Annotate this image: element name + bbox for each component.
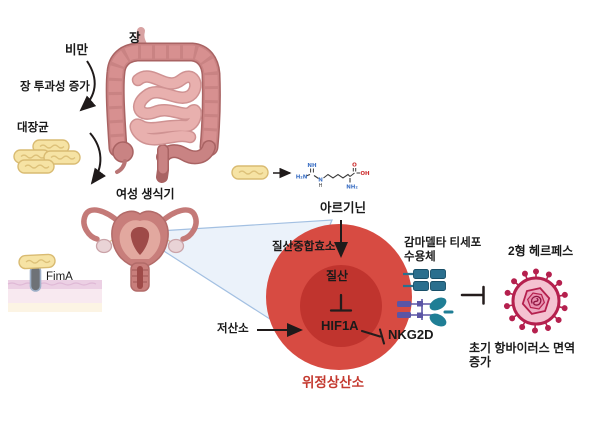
fima-pilus-icon xyxy=(29,265,42,292)
ecoli-bacteria-cluster-icon xyxy=(13,139,81,174)
nkg2d-receptor-icon xyxy=(397,297,454,327)
molecule-nh2-label: NH₂ xyxy=(346,185,358,191)
messenger-bacterium-icon xyxy=(231,165,269,180)
molecule-h-label: H xyxy=(319,183,323,189)
nitrate-label: 질산 xyxy=(326,269,349,283)
gd-tcr-label-line2: 수용체 xyxy=(404,250,436,263)
hypoxia-label: 저산소 xyxy=(217,323,249,335)
antiviral-immunity-label: 초기 항바이러스 면역 증가 xyxy=(469,341,575,369)
arrow-ecoli-to-genital xyxy=(89,132,106,185)
gd-tcr-label-line1: 감마델타 티세포 xyxy=(404,237,482,249)
female-genital-label: 여성 생식기 xyxy=(116,187,175,201)
obesity-label: 비만 xyxy=(65,43,89,57)
gamma-delta-tcr-receptor-icon xyxy=(403,269,446,291)
gut-label: 장 xyxy=(129,31,141,45)
fima-label: FimA xyxy=(46,271,73,283)
arrow-obesity-to-ecoli xyxy=(79,60,97,112)
intestine-illustration xyxy=(105,27,221,183)
herpes-virus-icon xyxy=(503,268,568,334)
fima-mucosa-illustration xyxy=(7,253,102,312)
inhibit-nitrate-to-hif1a xyxy=(329,293,353,312)
molecule-oh-label: OH xyxy=(360,171,370,177)
arginine-molecule-icon: NH H₂N N H O OH NH₂ xyxy=(296,163,370,191)
antiviral-immunity-line1: 초기 항바이러스 면역 xyxy=(469,341,576,355)
nitric-synthase-label: 질산중합효소 xyxy=(272,241,336,253)
gd-tcr-label: 감마델타 티세포 수용체 xyxy=(404,237,481,264)
molecule-o-label: O xyxy=(352,163,357,169)
inhibit-cell-to-virus xyxy=(460,285,485,305)
ecoli-label: 대장균 xyxy=(17,122,49,134)
molecule-n-label: N xyxy=(318,178,323,184)
gut-permeability-label: 장 투과성 증가 xyxy=(20,81,90,93)
hif1a-label: HIF1A xyxy=(321,318,359,333)
antiviral-immunity-line2: 증가 xyxy=(469,355,492,370)
arginine-label: 아르기닌 xyxy=(320,201,367,215)
fima-bacterium-icon xyxy=(18,253,57,270)
pseudo-normoxia-label: 위정상산소 xyxy=(302,375,365,390)
nkg2d-label: NKG2D xyxy=(388,327,434,342)
molecule-nh-label: NH xyxy=(307,163,317,169)
uterus-illustration xyxy=(81,207,199,292)
herpes-type2-label: 2형 헤르페스 xyxy=(508,244,574,258)
inhibit-hif1a-to-nkg2d xyxy=(360,328,386,345)
molecule-h2n-label: H₂N xyxy=(296,175,308,181)
